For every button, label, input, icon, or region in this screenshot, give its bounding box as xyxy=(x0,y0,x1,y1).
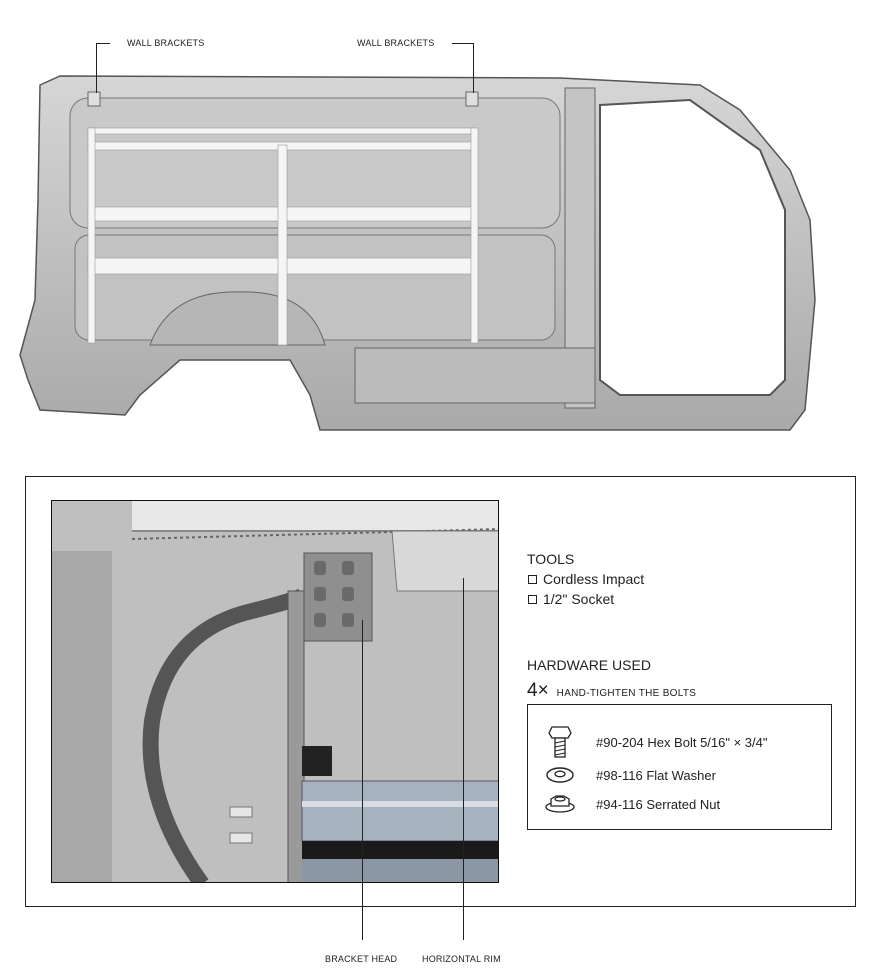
hardware-list-box: #90-204 Hex Bolt 5/16" × 3/4" #98-116 Fl… xyxy=(527,704,832,830)
tool-label: 1/2" Socket xyxy=(543,591,615,607)
tool-label: Cordless Impact xyxy=(543,571,645,587)
hardware-item: #98-116 Flat Washer xyxy=(538,767,716,783)
hex-bolt-icon xyxy=(538,725,582,759)
hardware-label: #98-116 Flat Washer xyxy=(596,767,716,783)
hardware-label: #90-204 Hex Bolt 5/16" × 3/4" xyxy=(596,734,768,750)
serrated-nut-icon xyxy=(538,795,582,813)
wall-brackets-callout-left: WALL BRACKETS xyxy=(127,38,205,48)
flat-washer-icon xyxy=(538,767,582,783)
quantity-row: 4× hand-tighten the bolts xyxy=(527,680,696,702)
tool-item: 1/2" Socket xyxy=(528,591,614,607)
bracket-head-callout: BRACKET HEAD xyxy=(325,954,398,964)
wall-brackets-callout-right: WALL BRACKETS xyxy=(357,38,435,48)
horizontal-rim-callout: HORIZONTAL RIM xyxy=(422,954,501,964)
quantity-value: 4× xyxy=(527,680,549,701)
hardware-heading: HARDWARE USED xyxy=(527,657,651,673)
quantity-note: hand-tighten the bolts xyxy=(556,688,697,699)
van-side-panel-illustration xyxy=(0,0,869,440)
tools-heading: TOOLS xyxy=(527,551,575,567)
bracket-detail-illustration xyxy=(51,500,499,883)
detail-panel xyxy=(25,476,856,907)
checkbox-icon xyxy=(528,594,537,604)
hardware-item: #94-116 Serrated Nut xyxy=(538,795,720,813)
tool-item: Cordless Impact xyxy=(528,571,644,587)
hardware-label: #94-116 Serrated Nut xyxy=(596,796,721,812)
hardware-item: #90-204 Hex Bolt 5/16" × 3/4" xyxy=(538,725,767,759)
checkbox-icon xyxy=(528,574,537,584)
